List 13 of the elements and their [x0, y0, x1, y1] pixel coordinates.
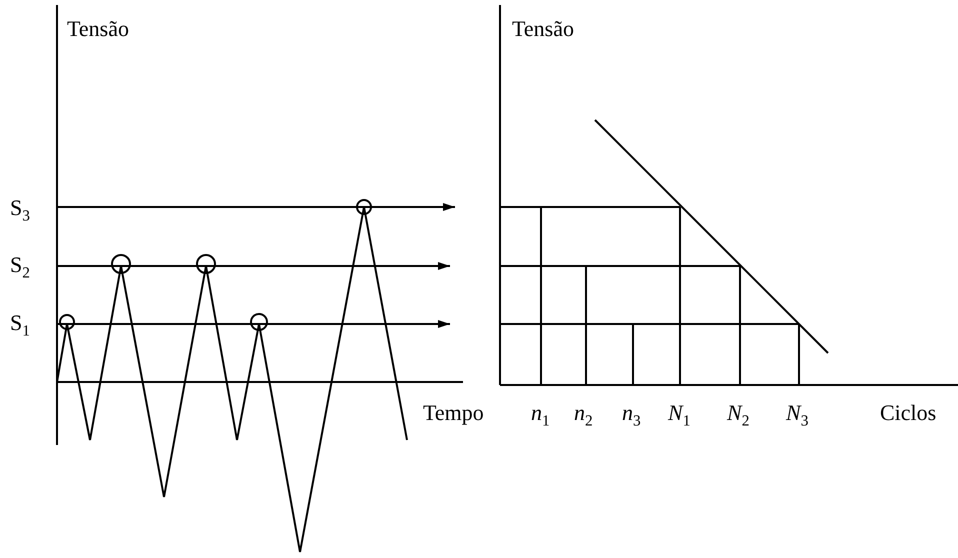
cycle-count-label: N$_{1}$ — [668, 402, 690, 429]
axis-title: Ciclos — [880, 402, 936, 424]
cycle-count-label: n$_{2}$ — [574, 402, 593, 429]
stress-level-label: S$_{1}$ — [10, 312, 30, 339]
stress-level-label: S$_{3}$ — [10, 197, 30, 224]
cycle-count-label: n$_{1}$ — [531, 402, 550, 429]
axis-title: Tensão — [512, 18, 574, 40]
cycle-count-label: n$_{3}$ — [622, 402, 641, 429]
cycle-count-label: N$_{3}$ — [786, 402, 808, 429]
axis-title: Tensão — [67, 18, 129, 40]
axis-title: Tempo — [423, 402, 484, 424]
cycle-count-label: N$_{2}$ — [727, 402, 750, 429]
stress-level-label: S$_{2}$ — [10, 254, 30, 281]
